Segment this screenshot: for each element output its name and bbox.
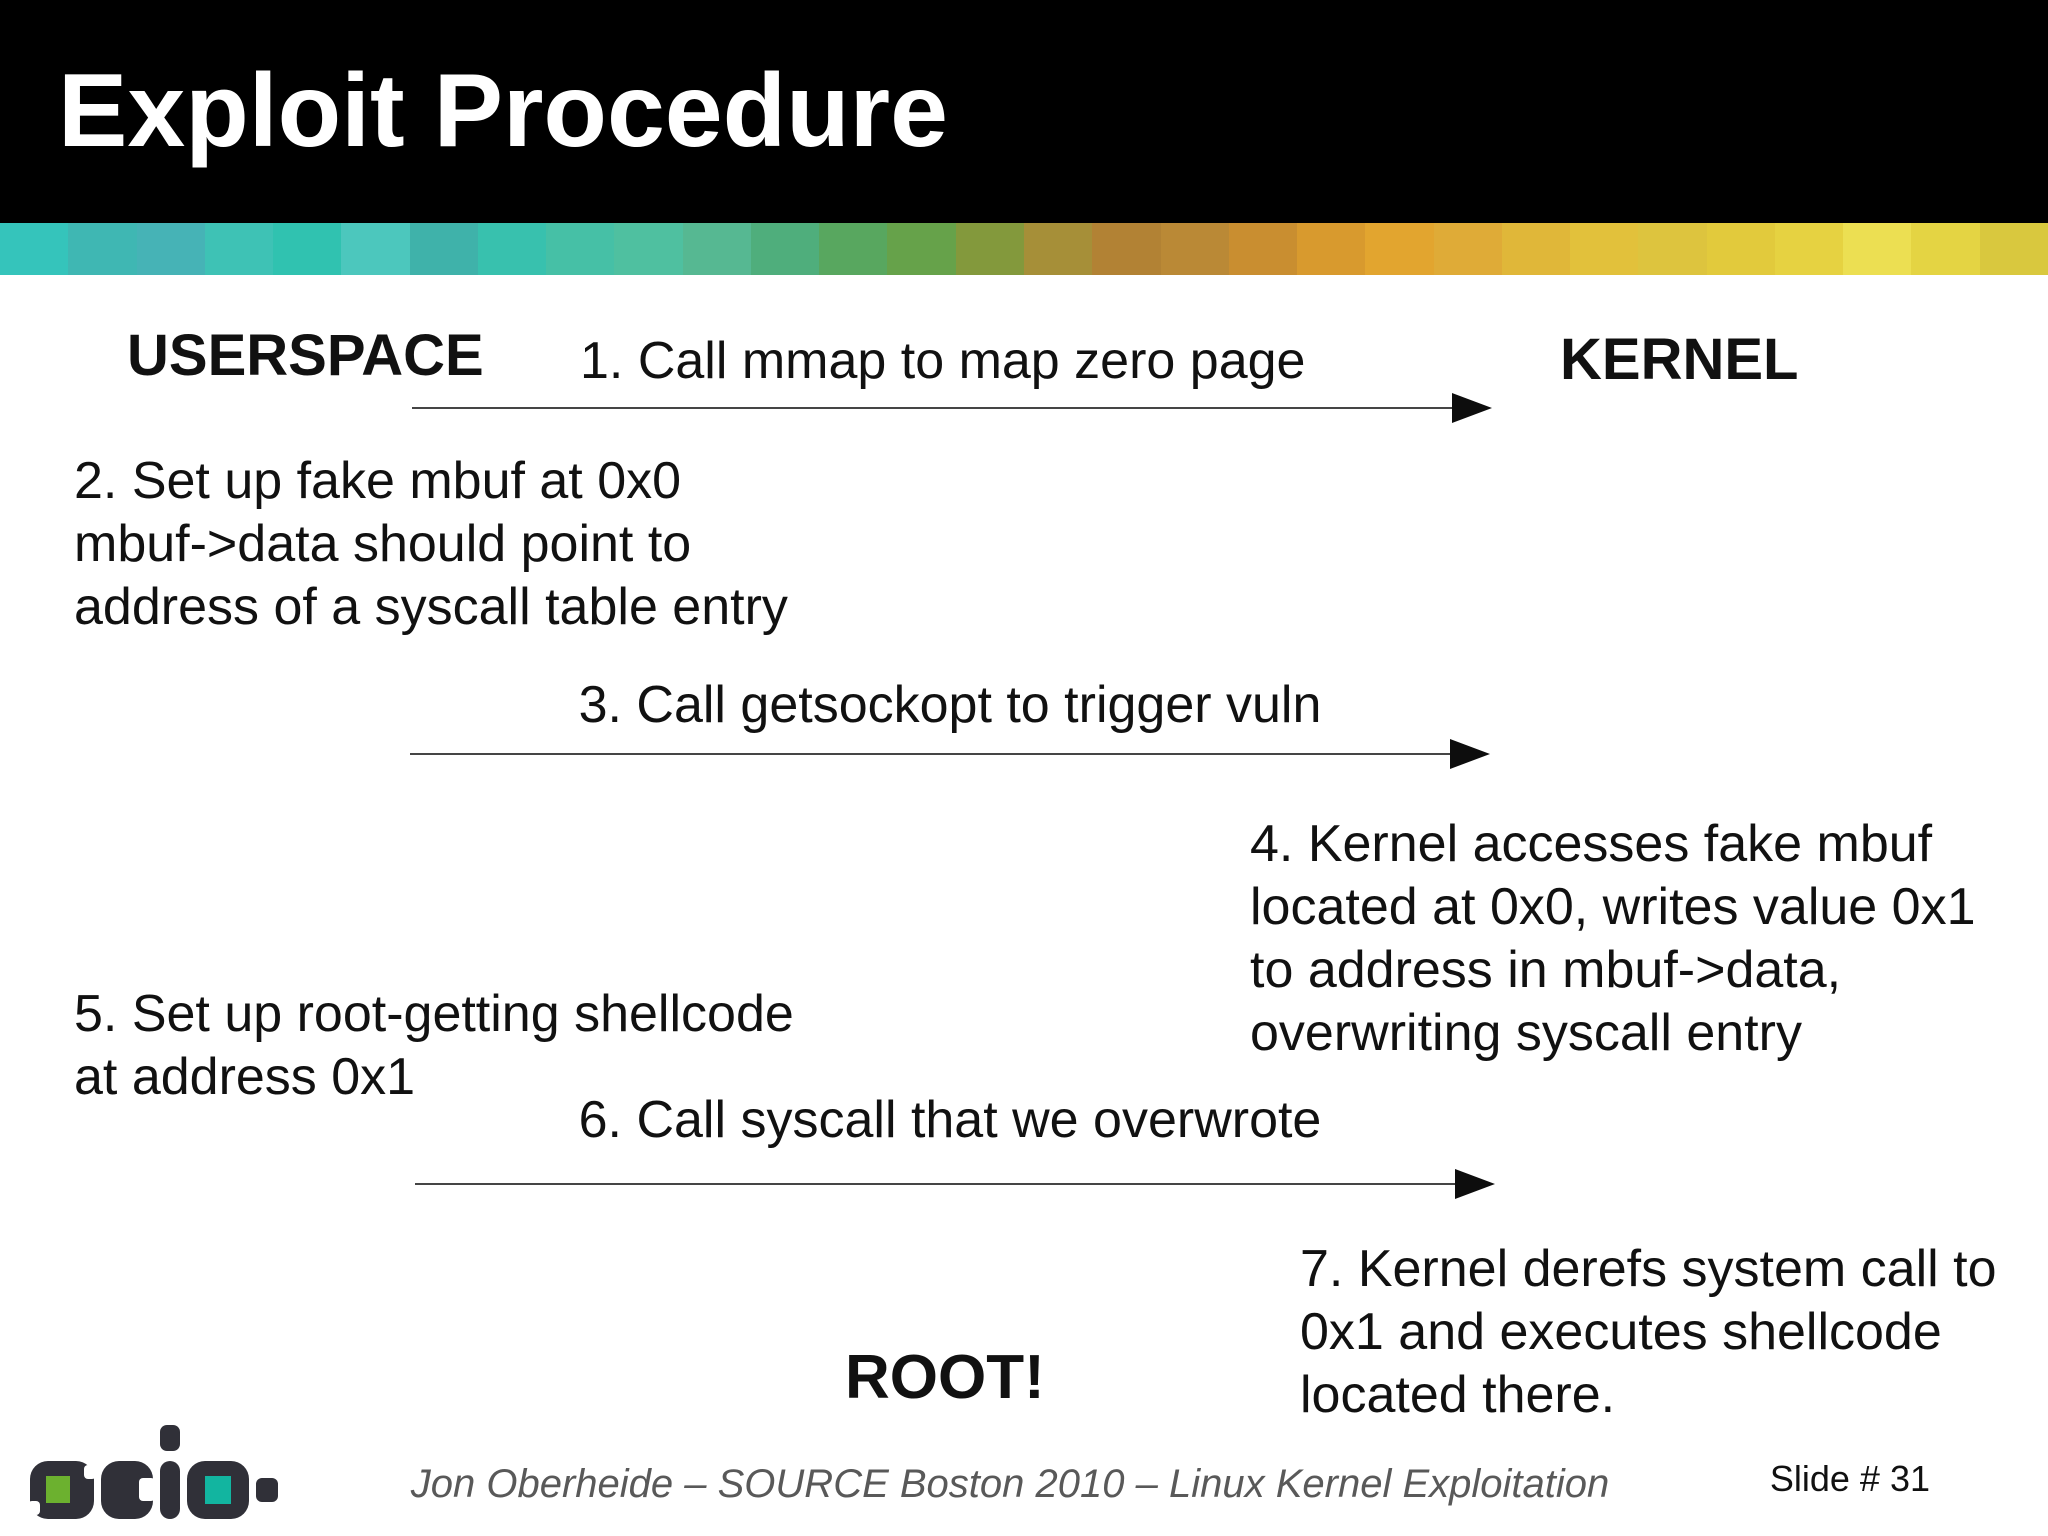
logo-letter-i <box>160 1425 180 1519</box>
gradient-segment <box>1570 223 1639 275</box>
slide-number: Slide # 31 <box>1769 1458 1930 1499</box>
logo-green-square <box>46 1476 70 1503</box>
logo-letter-s <box>28 1461 96 1519</box>
gradient-segment <box>887 223 956 275</box>
gradient-segment <box>1501 223 1571 275</box>
gradient-segment <box>1706 223 1775 275</box>
userspace-lane-label: USERSPACE <box>127 323 484 388</box>
gradient-segment <box>955 223 1024 275</box>
gradient-segment <box>819 223 888 275</box>
gradient-segment <box>1228 223 1298 275</box>
arrow-head-icon <box>1452 393 1492 423</box>
scio-logo <box>28 1425 278 1519</box>
gradient-segment <box>1843 223 1912 275</box>
gradient-segment <box>136 223 205 275</box>
arrow-shaft <box>410 753 1450 755</box>
gradient-segment <box>750 223 820 275</box>
kernel-lane-label: KERNEL <box>1560 327 1799 392</box>
gradient-segment <box>477 223 547 275</box>
arrow-shaft <box>415 1183 1455 1185</box>
arrow-step-1 <box>412 393 1492 423</box>
gradient-segment <box>204 223 274 275</box>
slide-title: Exploit Procedure <box>58 53 948 169</box>
gradient-strip <box>0 223 2048 275</box>
gradient-segment <box>1160 223 1229 275</box>
step-4-text: 4. Kernel accesses fake mbuf located at … <box>1250 815 1976 1062</box>
gradient-segment <box>1774 223 1844 275</box>
footer-attribution: Jon Oberheide – SOURCE Boston 2010 – Lin… <box>410 1462 1610 1506</box>
gradient-segment <box>409 223 478 275</box>
step-5-text: 5. Set up root-getting shellcode at addr… <box>74 985 794 1106</box>
logo-letter-c <box>101 1461 155 1519</box>
gradient-segment <box>1638 223 1707 275</box>
gradient-segment <box>1023 223 1093 275</box>
arrow-head-icon <box>1455 1169 1495 1199</box>
gradient-segment <box>1092 223 1161 275</box>
step-3-text: 3. Call getsockopt to trigger vuln <box>578 676 1322 734</box>
step-1-text: 1. Call mmap to map zero page <box>580 332 1306 390</box>
gradient-segment <box>341 223 410 275</box>
gradient-segment <box>68 223 137 275</box>
gradient-segment <box>546 223 615 275</box>
gradient-segment <box>1911 223 1980 275</box>
arrow-step-6 <box>415 1169 1495 1199</box>
arrow-step-3 <box>410 739 1490 769</box>
logo-letter-o <box>187 1461 249 1519</box>
step-2-text: 2. Set up fake mbuf at 0x0 mbuf->data sh… <box>74 452 788 636</box>
logo-dot <box>256 1478 278 1502</box>
gradient-segment <box>0 223 69 275</box>
step-7-text: 7. Kernel derefs system call to 0x1 and … <box>1300 1240 1997 1424</box>
root-result-label: ROOT! <box>845 1343 1045 1412</box>
gradient-segment <box>614 223 683 275</box>
gradient-segment <box>273 223 342 275</box>
logo-teal-square <box>205 1476 231 1504</box>
gradient-segment <box>1297 223 1366 275</box>
arrow-head-icon <box>1450 739 1490 769</box>
gradient-segment <box>1365 223 1434 275</box>
slide-header: Exploit Procedure <box>0 0 2048 223</box>
gradient-segment <box>682 223 751 275</box>
gradient-segment <box>1979 223 2048 275</box>
gradient-segment <box>1433 223 1502 275</box>
arrow-shaft <box>412 407 1452 409</box>
step-6-text: 6. Call syscall that we overwrote <box>578 1091 1322 1149</box>
